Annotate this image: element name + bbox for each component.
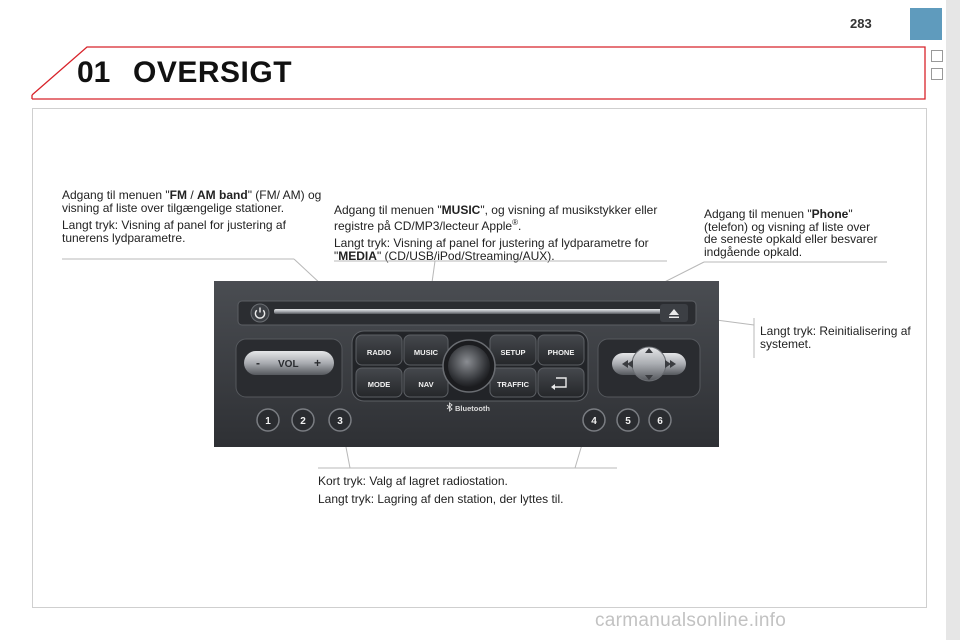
music-button-label: MUSIC (414, 348, 439, 357)
phone-button-label: PHONE (548, 348, 575, 357)
preset-label: 3 (337, 416, 343, 427)
preset-button-6[interactable]: 6 (648, 408, 672, 432)
back-arrow-icon (551, 377, 567, 390)
power-icon (254, 307, 266, 319)
preset-label: 1 (265, 416, 271, 427)
radio-button-label: RADIO (367, 348, 391, 357)
nav-button[interactable]: NAV (403, 367, 449, 398)
callout-phone: Adgang til menuen "Phone" (telefon) og v… (704, 207, 878, 259)
rotary-knob[interactable] (442, 339, 496, 393)
content-frame (32, 108, 927, 608)
corner-tab (910, 8, 942, 40)
traffic-button[interactable]: TRAFFIC (489, 367, 537, 398)
arrow-up-icon[interactable] (645, 348, 653, 353)
bluetooth-icon (446, 402, 453, 412)
volume-minus[interactable]: - (256, 356, 260, 370)
page-number: 283 (850, 16, 872, 31)
back-button[interactable] (537, 367, 585, 398)
seek-back-icon[interactable] (622, 360, 633, 368)
preset-label: 2 (300, 416, 306, 427)
preset-label: 4 (591, 416, 597, 427)
eject-button[interactable] (660, 304, 688, 322)
phone-button[interactable]: PHONE (537, 334, 585, 366)
preset-button-3[interactable]: 3 (328, 408, 352, 432)
preset-label: 6 (657, 416, 663, 427)
preset-label: 5 (625, 416, 631, 427)
page-side-strip (946, 0, 960, 640)
side-checkbox-1 (931, 50, 943, 62)
preset-button-1[interactable]: 1 (256, 408, 280, 432)
nav-button-label: NAV (418, 380, 433, 389)
bluetooth-label: Bluetooth (455, 404, 490, 413)
watermark: carmanualsonline.info (595, 610, 787, 631)
chapter-header-frame (31, 46, 926, 100)
bluetooth-indicator: Bluetooth (446, 402, 490, 413)
mode-button-label: MODE (368, 380, 391, 389)
preset-button-4[interactable]: 4 (582, 408, 606, 432)
callout-reset: Langt tryk: Reinitialisering af systemet… (760, 324, 911, 351)
setup-button[interactable]: SETUP (489, 334, 537, 366)
arrow-down-icon[interactable] (645, 375, 653, 380)
chapter-title: OVERSIGT (133, 56, 293, 89)
direction-pad[interactable] (597, 338, 701, 398)
setup-button-label: SETUP (500, 348, 525, 357)
eject-icon (669, 309, 679, 318)
cd-slot (274, 309, 684, 314)
music-button[interactable]: MUSIC (403, 334, 449, 366)
callout-radio: Adgang til menuen "FM / AM band" (FM/ AM… (62, 188, 322, 245)
radio-unit: - VOL + RADIO MUSIC SETUP PHONE MODE NAV… (214, 281, 719, 447)
side-checkbox-2 (931, 68, 943, 80)
mode-button[interactable]: MODE (355, 367, 403, 398)
preset-button-5[interactable]: 5 (616, 408, 640, 432)
callout-presets: Kort tryk: Valg af lagret radiostation. … (318, 474, 564, 506)
seek-forward-icon[interactable] (665, 360, 676, 368)
volume-label: VOL (278, 359, 299, 370)
traffic-button-label: TRAFFIC (497, 380, 530, 389)
preset-button-2[interactable]: 2 (291, 408, 315, 432)
radio-button[interactable]: RADIO (355, 334, 403, 366)
power-button[interactable] (250, 303, 270, 323)
chapter-number: 01 (77, 56, 111, 89)
volume-plus[interactable]: + (314, 356, 321, 370)
volume-control[interactable]: - VOL + (235, 338, 343, 398)
callout-music: Adgang til menuen "MUSIC", og visning af… (334, 203, 658, 263)
